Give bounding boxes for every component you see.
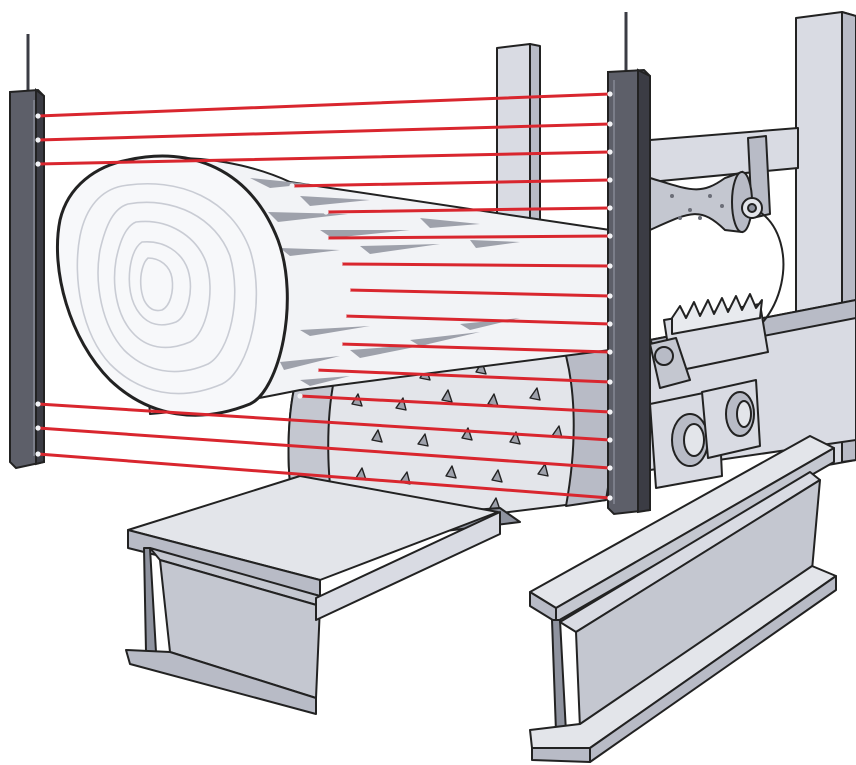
- light-beam-3: [36, 150, 612, 166]
- beam-lens-dot: [35, 137, 41, 143]
- beam-lens-dot: [35, 425, 41, 431]
- left-light-curtain-emitter: [9, 34, 45, 470]
- light-beam-1: [36, 92, 612, 118]
- beam-lens-dot: [607, 495, 613, 501]
- middle-column-side: [529, 43, 541, 231]
- beam-lens-dot: [607, 121, 613, 127]
- beam-lens-dot: [297, 393, 303, 399]
- light-beam-13: [36, 402, 612, 442]
- beam-lens-dot: [607, 465, 613, 471]
- light-beam-11: [314, 368, 612, 384]
- beam-lens-dot: [607, 205, 613, 211]
- beam-lens-dot: [607, 379, 613, 385]
- beam-lens-dot: [607, 263, 613, 269]
- beam-lens-dot: [35, 113, 41, 119]
- hourglass-roller: [649, 170, 763, 234]
- beam-lens-dot: [341, 313, 347, 319]
- log: [56, 154, 611, 417]
- light-beam-10: [338, 342, 612, 354]
- beam-lens-dot: [607, 293, 613, 299]
- beam-lens-dot: [607, 321, 613, 327]
- right-light-curtain-receiver: [607, 12, 651, 516]
- light-beam-12: [298, 394, 612, 414]
- beam-lens-dot: [607, 177, 613, 183]
- light-beam-14: [36, 426, 612, 470]
- beam-lens-dot: [35, 451, 41, 457]
- beam-lens-dot: [607, 149, 613, 155]
- beam-lens-dot: [607, 349, 613, 355]
- left-i-beam: [125, 475, 501, 715]
- beam-lens-dot: [323, 235, 329, 241]
- light-beam-9: [342, 314, 612, 326]
- beam-lens-dot: [345, 287, 351, 293]
- top-cross-beam: [649, 127, 799, 183]
- light-beam-8: [346, 288, 612, 298]
- beam-lens-dot: [337, 261, 343, 267]
- light-beam-7: [338, 262, 612, 268]
- light-beams: [35, 91, 613, 501]
- right-i-beam: [529, 435, 837, 763]
- light-beam-6: [324, 234, 612, 240]
- beam-lens-dot: [607, 233, 613, 239]
- toothed-sprocket: [663, 293, 769, 373]
- beam-lens-dot: [35, 401, 41, 407]
- beam-lens-dot: [337, 341, 343, 347]
- beam-lens-dot: [323, 209, 329, 215]
- light-beam-4: [290, 178, 612, 188]
- beam-lens-dot: [35, 161, 41, 167]
- light-beam-15: [36, 452, 612, 500]
- beam-lens-dot: [313, 367, 319, 373]
- bearing-blocks: [649, 337, 761, 489]
- beam-lens-dot: [607, 409, 613, 415]
- growth-rings: [76, 182, 258, 395]
- light-beam-5: [324, 206, 612, 214]
- beam-lens-dot: [607, 437, 613, 443]
- beam-lens-dot: [289, 183, 295, 189]
- light-beam-2: [36, 122, 612, 142]
- beam-lens-dot: [607, 91, 613, 97]
- middle-support-column: [496, 43, 531, 233]
